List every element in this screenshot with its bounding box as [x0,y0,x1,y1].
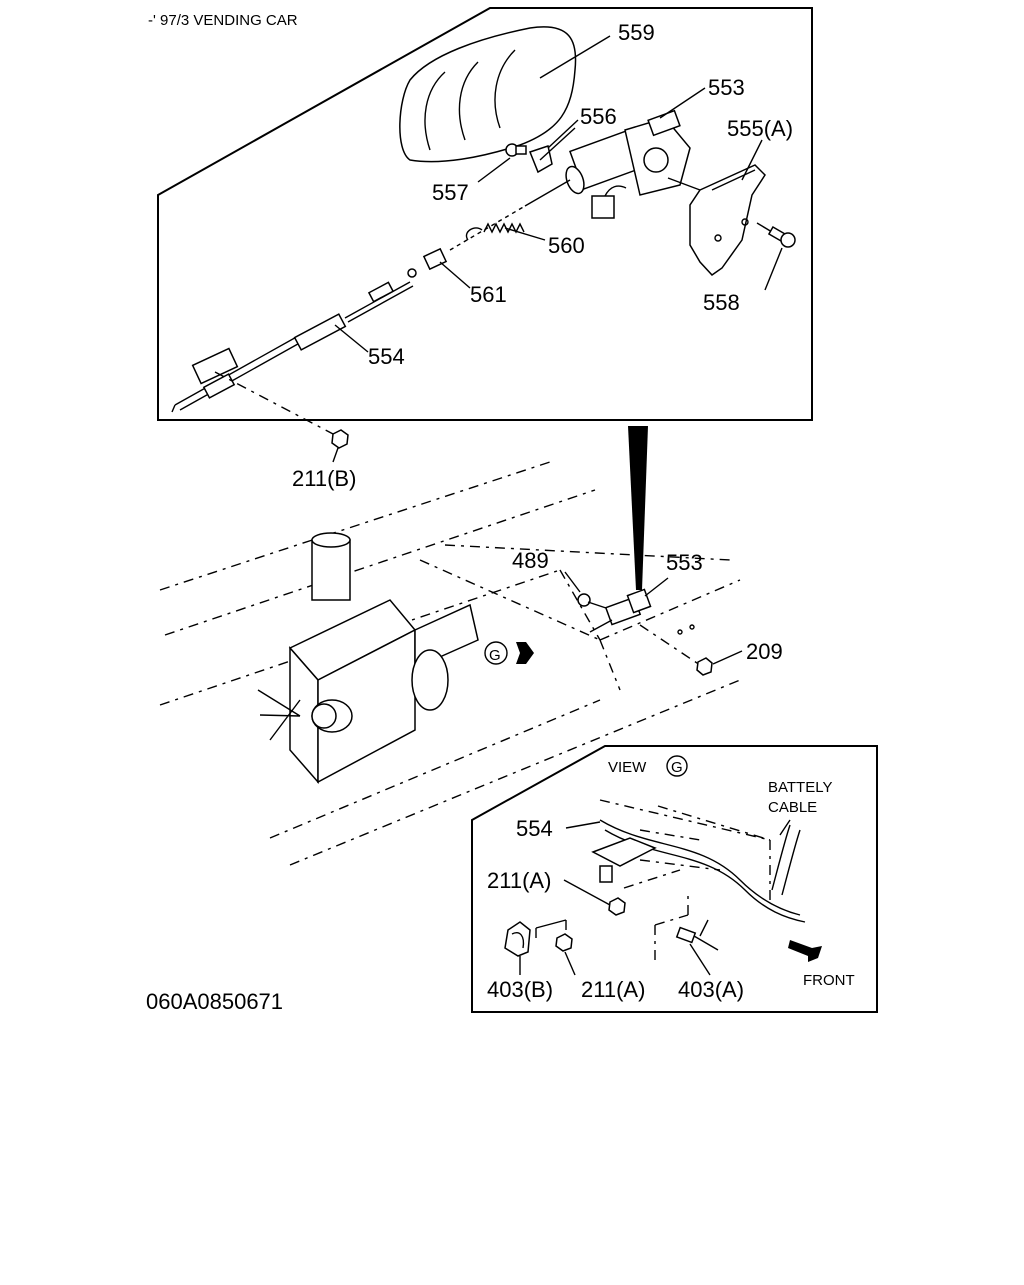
nut-211a-upper [608,897,626,916]
screw-part [505,143,527,157]
figure-id: 060A0850671 [146,989,283,1014]
top-panel-border [157,7,813,421]
callout-489: 489 [512,548,549,573]
view-panel-marker-g: G [671,759,683,776]
callout-211b: 211(B) [292,466,356,491]
callout-557: 557 [432,180,469,205]
callout-553-frame: 553 [666,550,703,575]
battery-label-line1: BATTELY [768,779,832,796]
front-arrow-icon [788,940,822,962]
view-g-panel: VIEW G BATTELY CABLE [471,745,878,1013]
clip-403a [654,890,719,960]
view-panel-border [471,745,878,1013]
header-text: -' 97/3 VENDING CAR [148,12,298,29]
motor-part [565,109,691,219]
battery-label-line2: CABLE [768,799,817,816]
chassis-frame-view: G 489 553 209 [159,461,783,866]
view-marker-circle [484,641,508,665]
view-direction-arrow [516,642,534,664]
view-marker-g: G [489,647,501,664]
callout-554-top: 554 [368,344,405,369]
bolt-part [767,226,796,248]
view-panel-marker-circle [666,755,688,777]
callout-560: 560 [548,233,585,258]
nut-211a-lower [555,933,573,952]
clip-403b [504,919,567,957]
callout-555a: 555(A) [727,116,793,141]
bracket-part [667,164,773,276]
frame-motor [577,588,713,676]
top-detail-panel: 559 553 556 555(A) 557 560 561 558 554 [157,7,813,436]
callout-211a-upper: 211(A) [487,868,551,893]
nut-211b: 211(B) [292,429,356,491]
exhaust-stack [311,532,351,601]
callout-403a: 403(A) [678,977,744,1002]
battery-box [257,599,479,784]
cable-part [171,179,571,413]
callout-553-top: 553 [708,75,745,100]
clip-part [529,127,576,174]
callout-556: 556 [580,104,617,129]
cable-end-bracket [191,347,336,436]
callout-554-view: 554 [516,816,553,841]
cover-part [399,26,577,163]
callout-561: 561 [470,282,507,307]
top-leaders [334,35,783,353]
spring-part [465,222,525,241]
callout-558: 558 [703,290,740,315]
callout-559: 559 [618,20,655,45]
detail-pointer-arrow [628,426,648,590]
view-title: VIEW [608,759,647,776]
callout-211a-lower: 211(A) [581,977,645,1002]
callout-403b: 403(B) [487,977,553,1002]
front-label: FRONT [803,972,855,989]
callout-209: 209 [746,639,783,664]
clamp-part [422,247,448,271]
